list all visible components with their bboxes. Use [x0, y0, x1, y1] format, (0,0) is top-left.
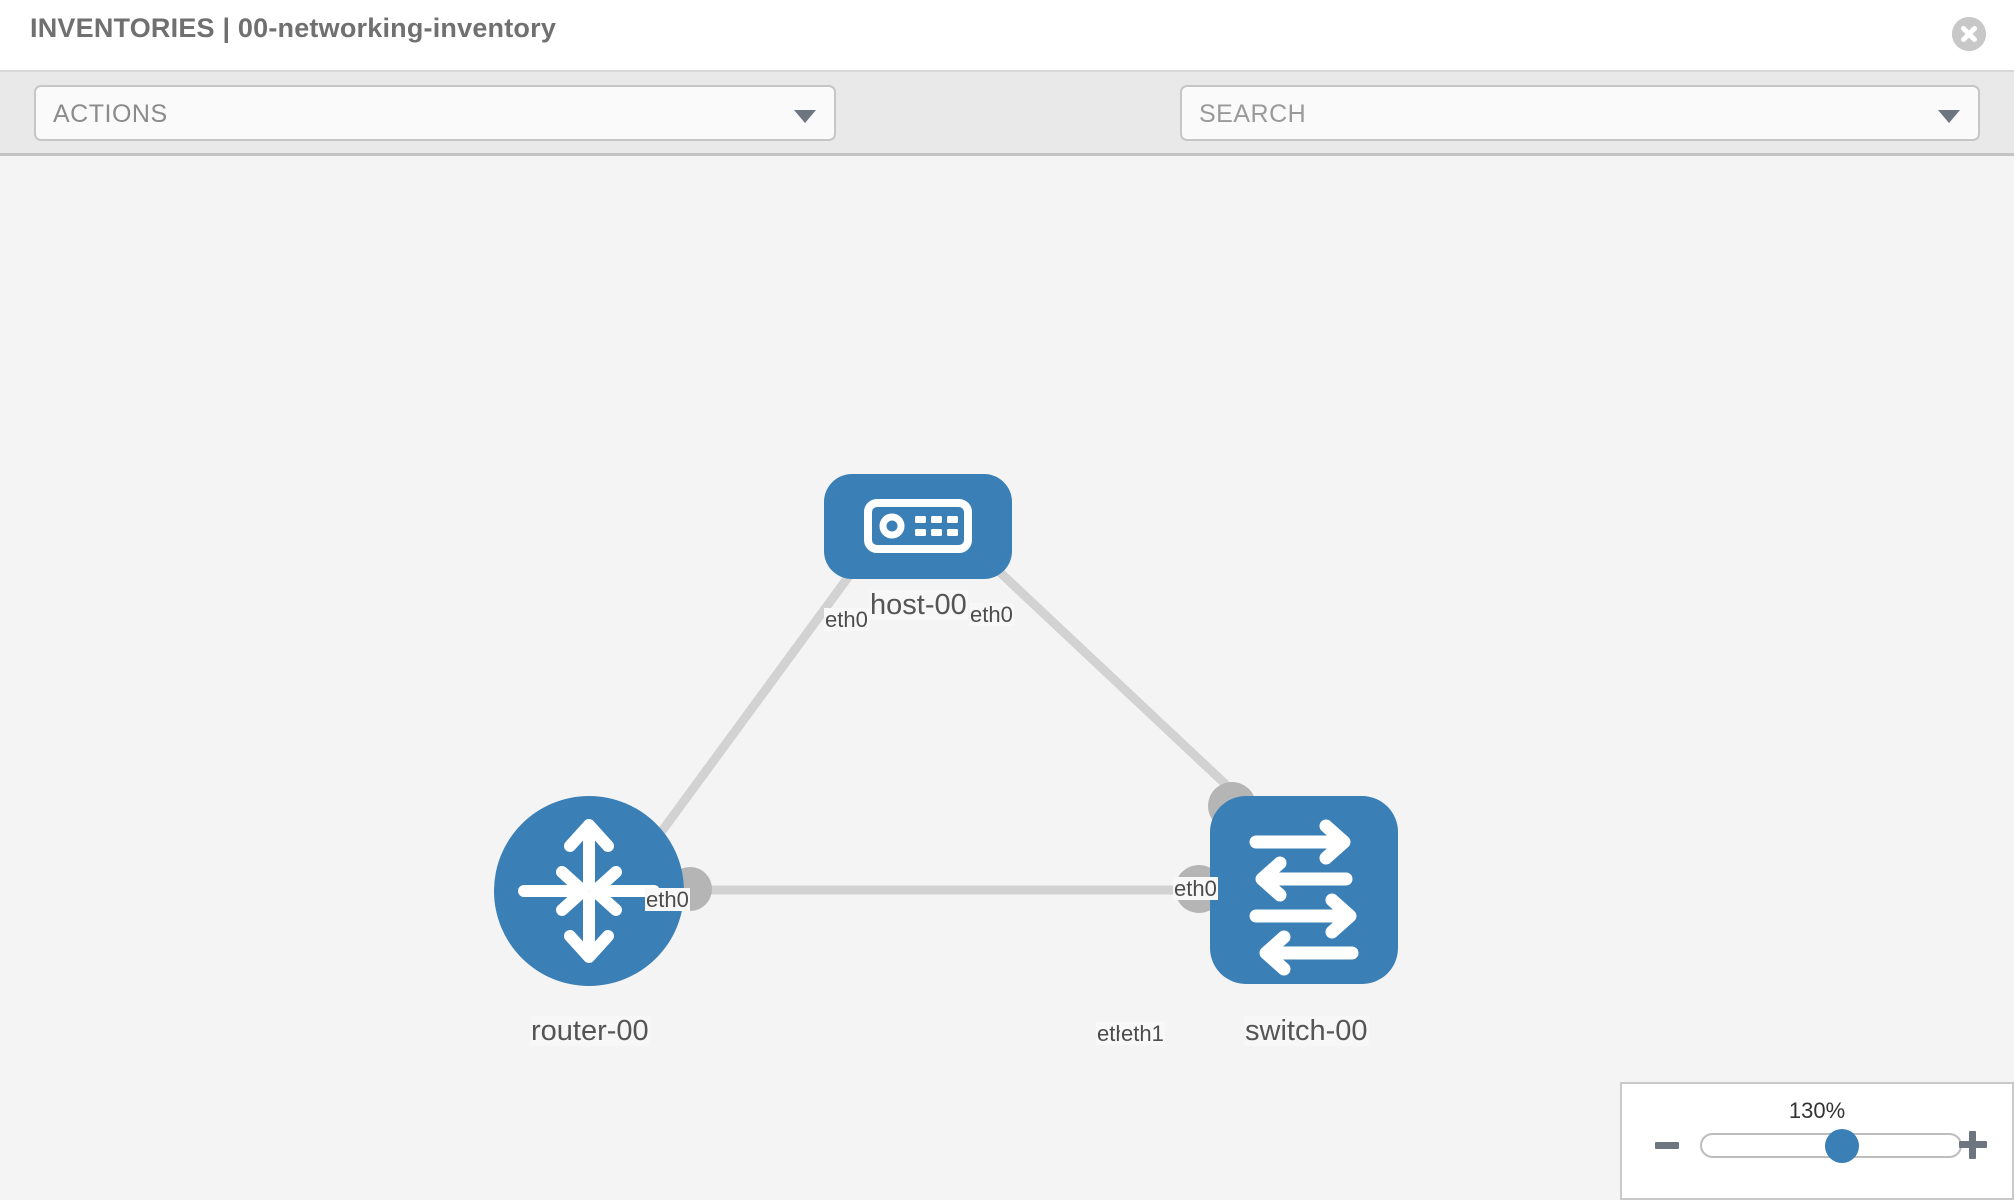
actions-dropdown-label: ACTIONS [53, 100, 168, 128]
zoom-control-panel: 130% [1620, 1082, 2014, 1200]
minus-icon[interactable] [1655, 1142, 1679, 1149]
router-arrows-icon [518, 819, 660, 963]
interface-label: eth1 [1120, 1021, 1165, 1046]
interface-label: eth0 [645, 887, 690, 912]
server-icon [864, 499, 972, 553]
chevron-down-icon [794, 110, 816, 123]
node-label-switch-00: switch-00 [1244, 1015, 1369, 1047]
page-header: INVENTORIES | 00-networking-inventory [0, 0, 2014, 70]
node-host-00[interactable] [824, 474, 1012, 579]
search-input[interactable]: SEARCH [1180, 85, 1980, 141]
switch-arrows-icon [1249, 819, 1359, 976]
zoom-slider-thumb[interactable] [1825, 1129, 1859, 1163]
node-switch-00[interactable] [1210, 796, 1398, 984]
interface-label: eth0 [824, 607, 869, 632]
zoom-slider[interactable] [1700, 1129, 1962, 1163]
topology-graph [494, 474, 1398, 986]
interface-label: eth0 [1173, 876, 1218, 901]
search-placeholder: SEARCH [1199, 100, 1307, 128]
actions-dropdown[interactable]: ACTIONS [34, 85, 836, 141]
node-label-host-00: host-00 [869, 589, 968, 621]
page-title: INVENTORIES | 00-networking-inventory [30, 13, 557, 43]
interface-label: eth0 [969, 602, 1014, 627]
plus-icon[interactable] [1959, 1131, 1987, 1159]
topology-canvas[interactable]: host-00 router-00 switch-00 eth0 eth0 et… [0, 156, 2014, 1200]
node-router-00[interactable] [494, 796, 684, 986]
zoom-level-value: 130% [1788, 1098, 1846, 1123]
close-icon[interactable] [1952, 17, 1986, 51]
node-label-router-00: router-00 [530, 1015, 650, 1047]
toolbar: ACTIONS SEARCH [0, 70, 2014, 202]
chevron-down-icon[interactable] [1938, 110, 1960, 123]
